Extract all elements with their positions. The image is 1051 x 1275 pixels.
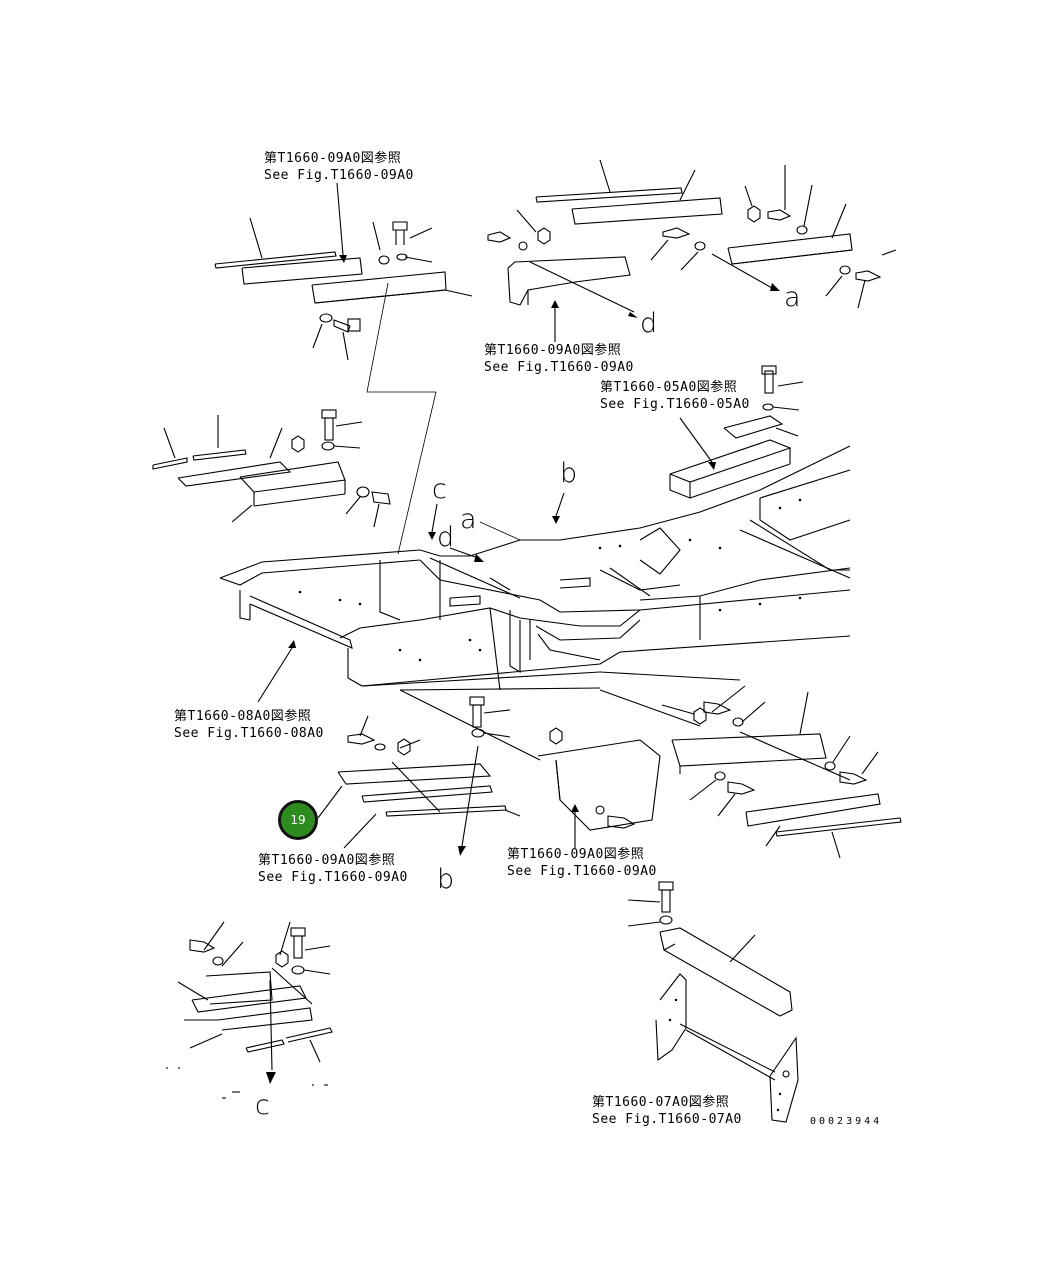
ref-jp: 第T1660-07A0図参照 — [592, 1095, 730, 1110]
zigzag-leader — [366, 282, 437, 555]
letter-b-main: b — [560, 458, 578, 489]
lower-mid-cover-group — [537, 727, 661, 848]
bottom-left-cover-group — [166, 921, 333, 1099]
ref-right[interactable]: 第T1660-05A0図参照 See Fig.T1660-05A0 — [600, 379, 750, 413]
ref-lower-left[interactable]: 第T1660-09A0図参照 See Fig.T1660-09A0 — [258, 852, 408, 886]
part-callout-19[interactable]: 19 — [278, 800, 318, 840]
letter-d-main: d — [437, 522, 455, 553]
letter-b-lower: b — [437, 864, 455, 895]
leader-a — [479, 521, 521, 541]
drawing-code: 00023944 — [810, 1116, 883, 1127]
ref-mid-left[interactable]: 第T1660-08A0図参照 See Fig.T1660-08A0 — [174, 708, 324, 742]
leader-c — [431, 503, 438, 533]
main-frame — [219, 445, 851, 761]
ref-jp: 第T1660-09A0図参照 — [258, 853, 396, 868]
ref-en: See Fig.T1660-09A0 — [258, 870, 408, 885]
ref-top-left[interactable]: 第T1660-09A0図参照 See Fig.T1660-09A0 — [264, 150, 414, 184]
ref-jp: 第T1660-05A0図参照 — [600, 380, 738, 395]
ref-en: See Fig.T1660-09A0 — [264, 168, 414, 183]
leader-08a0 — [257, 647, 293, 703]
leader-b — [555, 492, 565, 517]
ref-en: See Fig.T1660-07A0 — [592, 1112, 742, 1127]
letter-c-main: c — [432, 474, 447, 505]
letter-d-top: d — [640, 308, 658, 339]
ref-lower-mid[interactable]: 第T1660-09A0図参照 See Fig.T1660-09A0 — [507, 846, 657, 880]
ref-jp: 第T1660-08A0図参照 — [174, 709, 312, 724]
right-cover-group — [669, 365, 804, 499]
top-left-cover-group — [214, 182, 473, 361]
ref-jp: 第T1660-09A0図参照 — [507, 847, 645, 862]
lower-left-cover-group — [317, 696, 521, 856]
ref-top-mid[interactable]: 第T1660-09A0図参照 See Fig.T1660-09A0 — [484, 342, 634, 376]
ref-en: See Fig.T1660-05A0 — [600, 397, 750, 412]
leader-d — [449, 547, 479, 559]
ref-en: See Fig.T1660-09A0 — [484, 360, 634, 375]
letter-a-top: a — [784, 282, 801, 313]
ref-jp: 第T1660-09A0図参照 — [264, 151, 402, 166]
letter-a-main: a — [460, 504, 477, 535]
mid-left-cover-group — [152, 409, 391, 528]
ref-en: See Fig.T1660-08A0 — [174, 726, 324, 741]
letter-c-bottom: c — [255, 1090, 270, 1121]
lower-right-cover-group — [661, 685, 902, 859]
callout-number: 19 — [290, 813, 306, 827]
ref-jp: 第T1660-09A0図参照 — [484, 343, 622, 358]
top-right-cover-group — [487, 159, 897, 342]
ref-en: See Fig.T1660-09A0 — [507, 864, 657, 879]
bottom-right-bracket-group — [627, 881, 799, 1123]
ref-bottom-right[interactable]: 第T1660-07A0図参照 See Fig.T1660-07A0 — [592, 1094, 742, 1128]
